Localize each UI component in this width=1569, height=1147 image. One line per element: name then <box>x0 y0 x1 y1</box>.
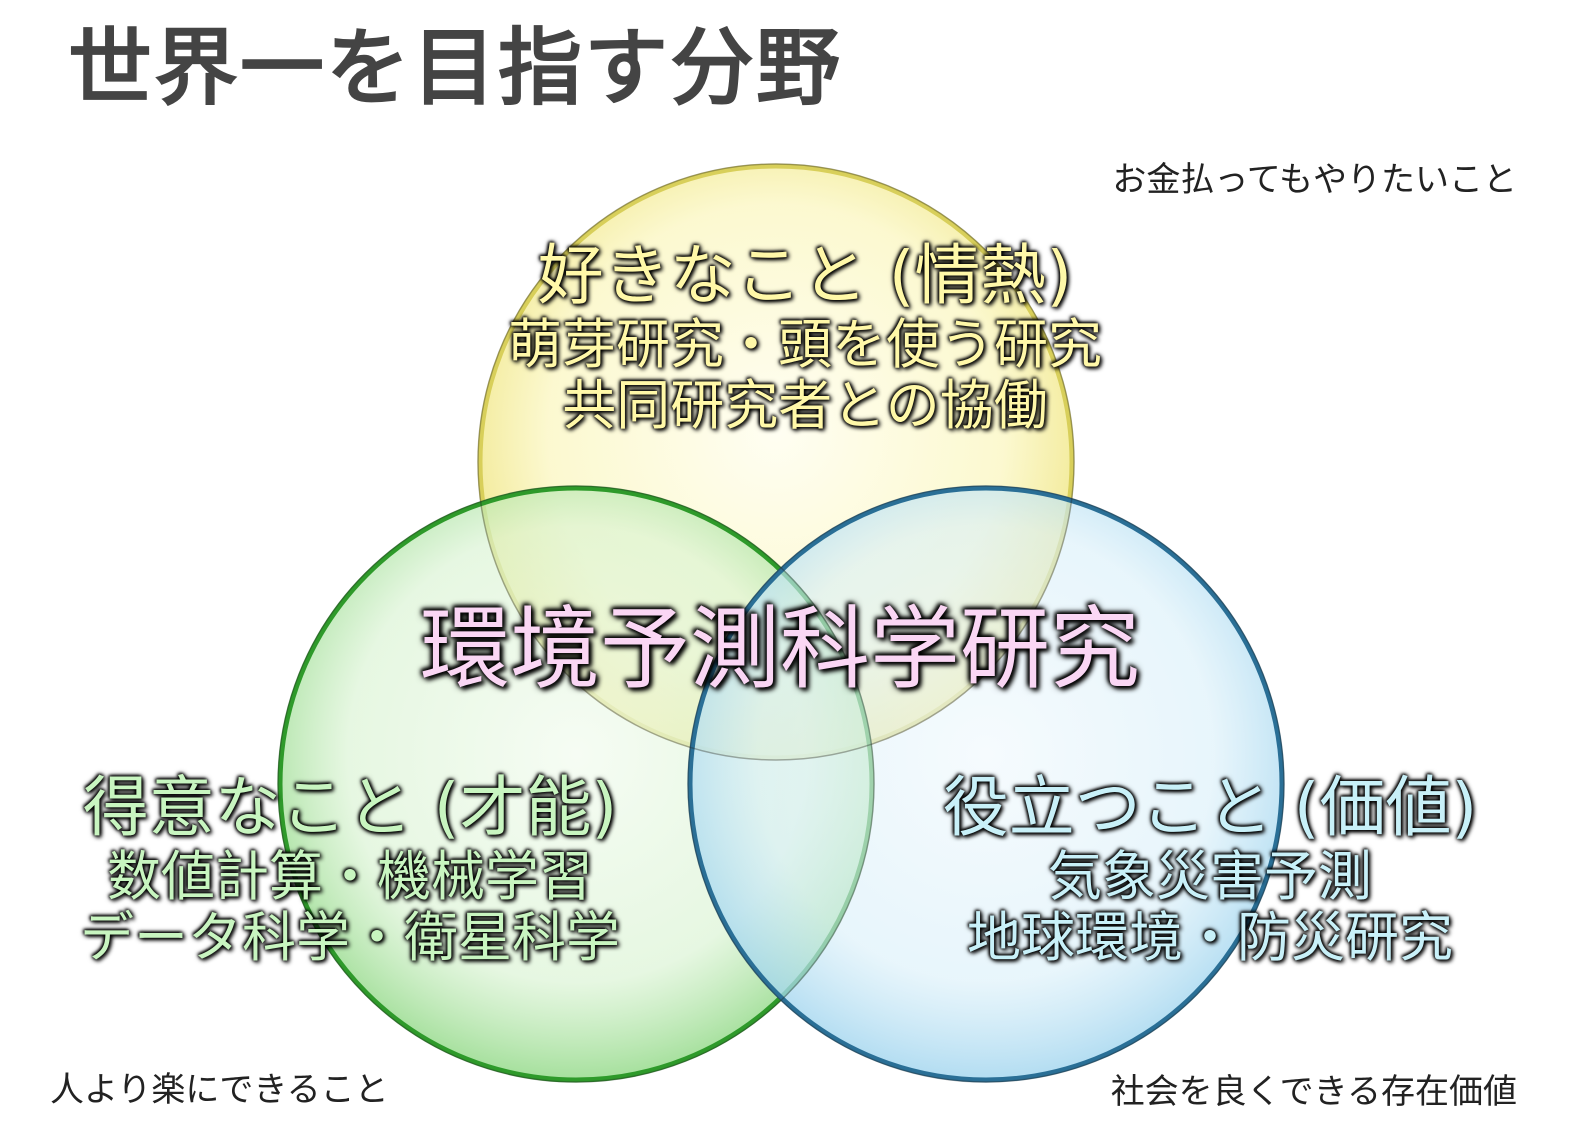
page-title: 世界一を目指す分野 <box>68 19 843 117</box>
talent-note: 人より楽にできること <box>50 1070 389 1110</box>
value-heading: 役立つこと (価値) <box>942 769 1478 846</box>
passion-heading: 好きなこと (情熱) <box>537 237 1073 314</box>
passion-line-2: 共同研究者との協働 <box>562 373 1048 437</box>
center-label: 環境予測科学研究 <box>420 597 1140 702</box>
value-line-1: 気象災害予測 <box>1048 845 1372 909</box>
passion-line-1: 萌芽研究・頭を使う研究 <box>508 313 1102 377</box>
value-circle <box>687 485 1285 1083</box>
talent-line-2: データ科学・衛星科学 <box>80 905 620 969</box>
talent-heading: 得意なこと (才能) <box>82 769 618 846</box>
talent-line-1: 数値計算・機械学習 <box>107 845 593 909</box>
passion-note: お金払ってもやりたいこと <box>1112 160 1517 200</box>
value-note: 社会を良くできる存在価値 <box>1110 1072 1517 1112</box>
value-label-group: 役立つこと (価値) 気象災害予測 地球環境・防災研究 <box>860 768 1560 968</box>
value-line-2: 地球環境・防災研究 <box>967 905 1453 969</box>
passion-label-group: 好きなこと (情熱) 萌芽研究・頭を使う研究 共同研究者との協働 <box>405 236 1205 436</box>
talent-label-group: 得意なこと (才能) 数値計算・機械学習 データ科学・衛星科学 <box>0 768 720 968</box>
